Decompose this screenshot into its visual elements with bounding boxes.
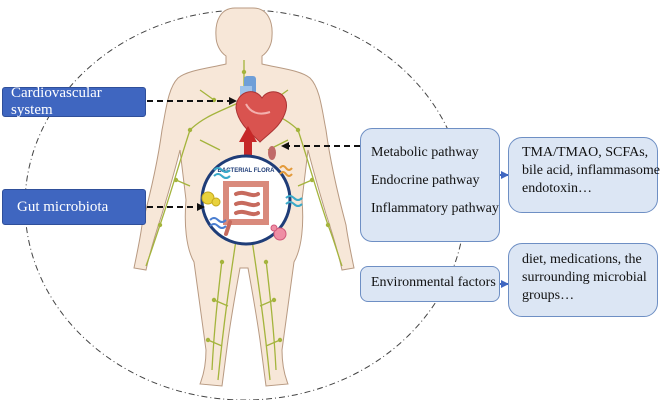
pathway-inflammatory: Inflammatory pathway <box>371 201 499 216</box>
cardiovascular-system-box: Cardiovascular system <box>2 85 146 118</box>
environmental-factors-box: Environmental factors <box>360 266 500 302</box>
environment-examples-box: diet, medications, the surrounding micro… <box>508 243 658 317</box>
metabolites-box: TMA/TMAO, SCFAs, bile acid, inflammasome… <box>508 137 660 213</box>
lymph-nodes <box>157 69 331 343</box>
connector-arrows <box>147 97 509 288</box>
env-examples-line-1: diet, medications, the <box>522 252 642 267</box>
pathways-box: Metabolic pathway Endocrine pathway Infl… <box>360 128 500 242</box>
pathway-metabolic: Metabolic pathway <box>371 145 479 160</box>
upward-signal-arrow <box>239 126 257 162</box>
pathway-endocrine: Endocrine pathway <box>371 173 480 188</box>
bacterial-flora-label: BACTERIAL FLORA <box>218 168 276 174</box>
kidney-icon <box>268 146 276 160</box>
metabolites-line-1: TMA/TMAO, SCFAs, <box>522 145 649 160</box>
metabolites-line-3: endotoxin… <box>522 181 592 196</box>
bacteria-icon <box>201 165 303 241</box>
intestine-icon <box>223 181 269 236</box>
environmental-factors-label: Environmental factors <box>371 275 496 290</box>
env-examples-line-3: groups… <box>522 288 575 303</box>
metabolites-line-2: bile acid, inflammasome, <box>522 163 660 178</box>
gut-microbiota-label: Gut microbiota <box>17 198 109 215</box>
gut-microbiota-box: Gut microbiota <box>2 189 146 225</box>
cardiovascular-system-label: Cardiovascular system <box>11 85 102 118</box>
env-examples-line-2: surrounding microbial <box>522 270 647 285</box>
